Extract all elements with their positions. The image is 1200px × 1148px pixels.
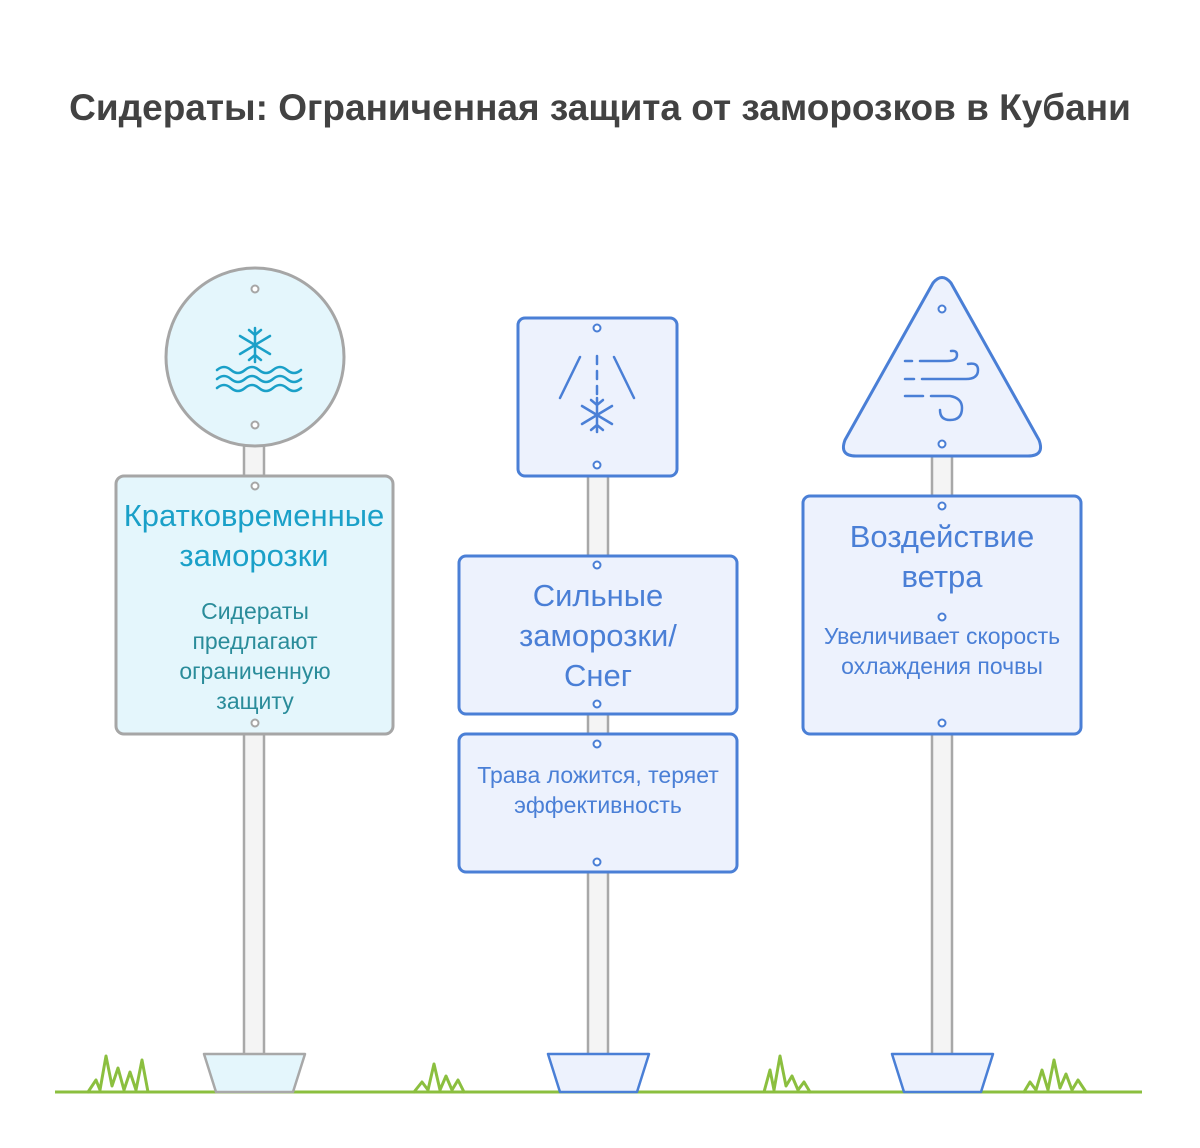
bolt	[250, 718, 260, 728]
snowfall-icon	[558, 354, 636, 434]
bolt	[592, 699, 602, 709]
sign-heading-wind: Воздействие ветра	[849, 519, 1035, 594]
bolt	[937, 439, 947, 449]
grass-tuft	[762, 1054, 812, 1094]
bolt	[592, 857, 602, 867]
grass-tuft	[86, 1054, 150, 1094]
body-board	[457, 732, 739, 874]
bolt	[592, 560, 602, 570]
sign-heading-severe-frosts: Сильные заморозки/ Снег	[519, 578, 677, 693]
bolt	[592, 460, 602, 470]
pole-base	[546, 1052, 651, 1094]
page-title: Сидераты: Ограниченная защита от замороз…	[69, 87, 1131, 128]
wind-icon	[903, 349, 980, 422]
bolt	[937, 612, 947, 622]
signpost-short-frosts	[114, 266, 395, 1094]
bolt	[937, 304, 947, 314]
sign-body-short-frosts: Сидераты предлагают ограниченную защиту	[179, 598, 331, 714]
bolt	[250, 284, 260, 294]
sign-body-severe-frosts: Трава ложится, теряет эффективность	[477, 762, 719, 818]
pole-base	[890, 1052, 995, 1094]
triangle-sign	[841, 276, 1043, 458]
grass-tuft	[1022, 1058, 1088, 1094]
bolt	[250, 481, 260, 491]
bolt	[592, 739, 602, 749]
grass-tufts	[86, 1054, 1088, 1094]
info-board	[114, 474, 395, 736]
sign-heading-short-frosts: Кратковременные заморозки	[123, 498, 385, 573]
grass-tuft	[412, 1062, 466, 1094]
pole-base	[202, 1052, 307, 1094]
snowflake-water-icon	[215, 326, 303, 393]
bolt	[937, 501, 947, 511]
heading-board	[457, 554, 739, 716]
bolt	[592, 323, 602, 333]
signpost-wind	[801, 276, 1083, 1094]
sign-body-wind: Увеличивает скорость охлаждения почвы	[823, 623, 1061, 679]
bolt	[250, 420, 260, 430]
signpost-severe-frosts	[457, 316, 739, 1094]
bolt	[937, 718, 947, 728]
